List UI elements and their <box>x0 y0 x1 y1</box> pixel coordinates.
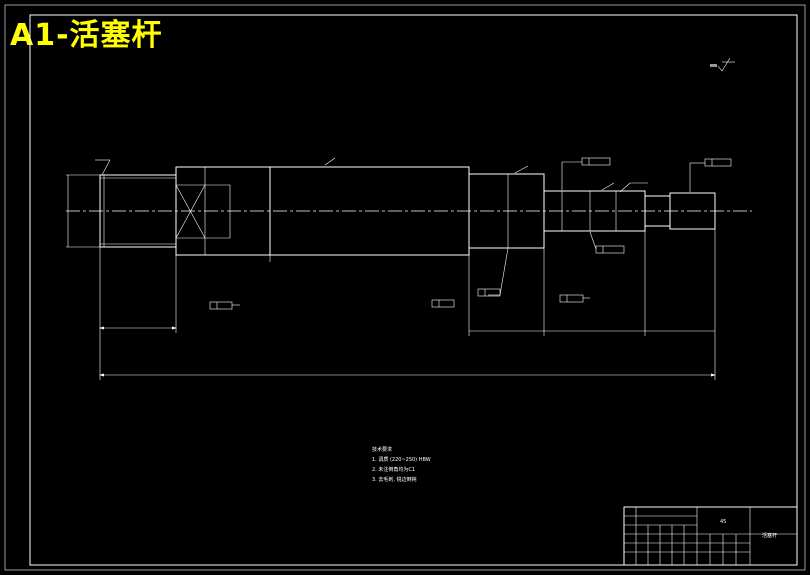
dimension-lines <box>67 167 716 377</box>
roughness-symbol <box>710 57 735 72</box>
drawing-title: A1-活塞杆 <box>10 18 163 53</box>
title-block-material: 45 <box>720 519 726 525</box>
extension-lines <box>66 174 716 380</box>
outer-frame <box>4 4 806 571</box>
tech-item-1: 1. 调质 (220~250) HBW <box>372 456 431 463</box>
tolerance-frames <box>209 157 732 310</box>
title-block: 45 活塞杆 <box>623 506 798 566</box>
inner-border <box>29 14 798 566</box>
tech-item-3: 3. 去毛刺, 锐边倒钝 <box>372 476 417 483</box>
tech-item-2: 2. 未注倒角均为C1 <box>372 466 415 473</box>
tech-heading: 技术要求 <box>372 446 392 453</box>
title-block-part-name: 活塞杆 <box>762 532 777 539</box>
tech-requirements: 技术要求 1. 调质 (220~250) HBW 2. 未注倒角均为C1 3. … <box>372 446 431 483</box>
leader-lines <box>95 157 705 306</box>
